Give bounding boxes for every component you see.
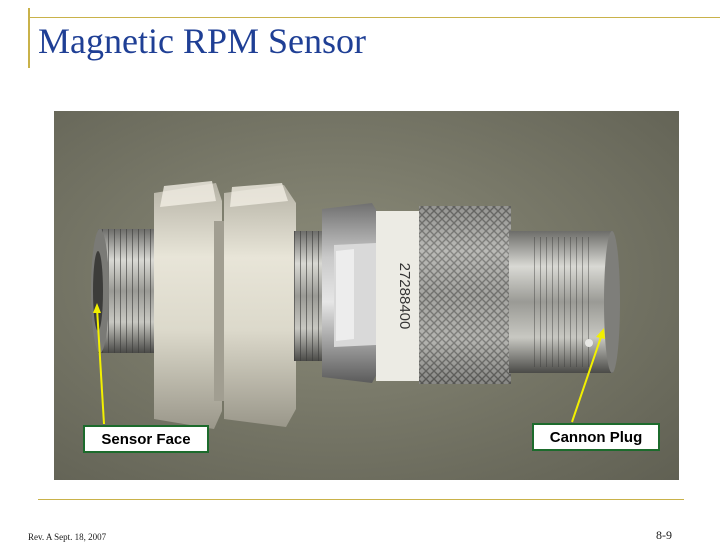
sensor-face-label: Sensor Face (83, 425, 209, 453)
sensor-photo: 27288400 (54, 111, 679, 480)
title-accent-line (28, 8, 30, 68)
part-number-text: 27288400 (396, 263, 413, 330)
footer-rule (38, 499, 684, 500)
revision-note: Rev. A Sept. 18, 2007 (28, 532, 107, 542)
cannon-plug-label: Cannon Plug (532, 423, 660, 451)
page-number: 8-9 (656, 528, 672, 542)
slide-title: Magnetic RPM Sensor (38, 21, 366, 61)
cannon-plug-arrow (571, 333, 603, 423)
title-top-rule (28, 17, 720, 18)
sensor-face-arrow (96, 307, 105, 425)
